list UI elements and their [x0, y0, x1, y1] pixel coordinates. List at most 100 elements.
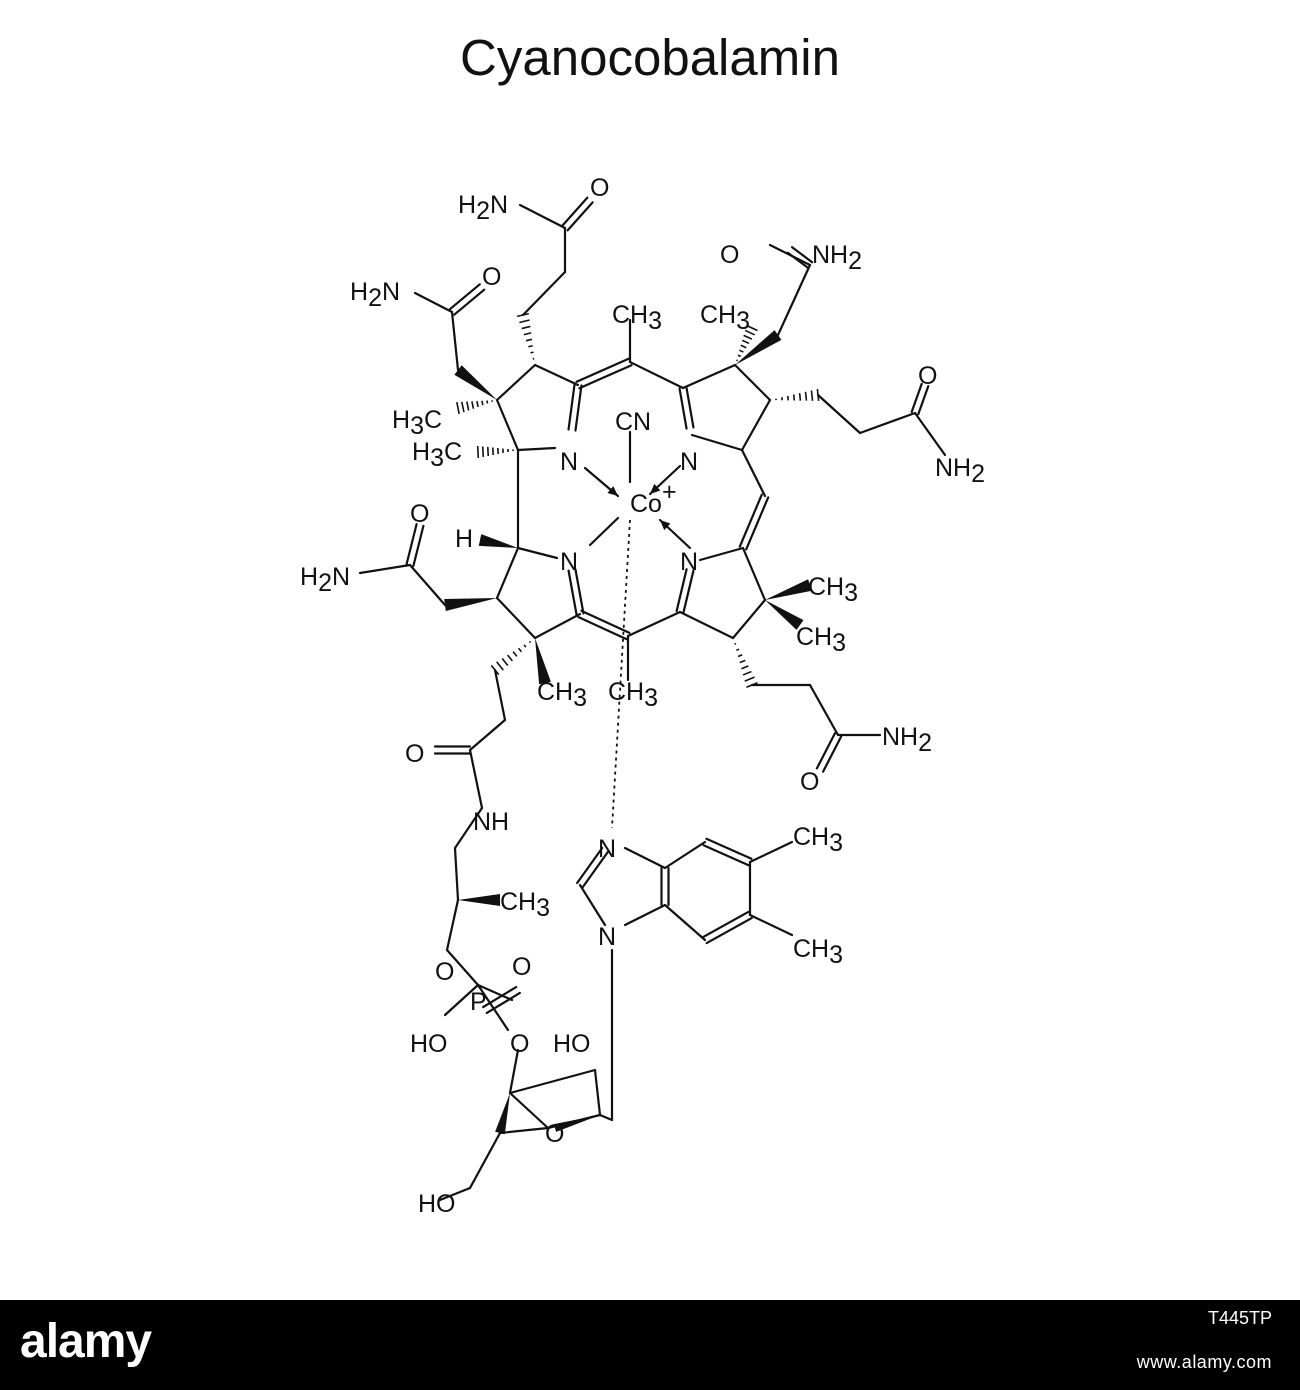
wedge-bond	[535, 638, 551, 685]
bond-line	[702, 844, 750, 867]
bond-line	[495, 363, 537, 402]
bond-line	[521, 270, 567, 317]
bond-line	[518, 203, 567, 230]
bond-line	[533, 612, 582, 640]
bond-line	[910, 382, 923, 413]
bond-line	[581, 850, 609, 889]
phosphorus-label: P	[470, 988, 487, 1016]
hash-bond	[746, 682, 758, 688]
bond-line	[678, 387, 688, 430]
methyl-label: H3C	[392, 406, 442, 440]
hash-bond	[528, 640, 532, 644]
wedge-bond	[765, 600, 804, 630]
bond-line	[453, 288, 486, 316]
bond-line	[776, 263, 812, 337]
bond-line	[740, 448, 767, 498]
amine-label: H2N	[300, 563, 350, 597]
bond-line	[690, 433, 744, 452]
amine-label: NH2	[935, 454, 985, 488]
hydroxyl-label: HO	[553, 1030, 591, 1058]
hydroxyl-label: HO	[410, 1030, 448, 1058]
bond-line	[438, 1186, 472, 1202]
bond-line	[705, 837, 753, 860]
bond-line	[611, 519, 631, 829]
bond-line	[913, 411, 947, 457]
bond-line	[508, 1048, 520, 1095]
bond-line	[748, 913, 794, 937]
bond-line	[628, 360, 685, 390]
bond-line	[815, 732, 836, 770]
bond-line	[476, 983, 510, 1032]
bond-line	[663, 840, 707, 870]
bond-lines	[358, 196, 947, 1202]
methyl-label: CH3	[796, 623, 846, 657]
hash-bond	[736, 359, 739, 362]
nitrogen-label: N	[598, 835, 616, 863]
hash-bond	[507, 654, 513, 662]
bond-line	[495, 546, 520, 600]
hash-bond	[741, 339, 750, 345]
hash-bond	[461, 401, 465, 413]
oxygen-label: O	[435, 958, 454, 986]
bond-line	[578, 364, 633, 390]
bond-line	[574, 384, 583, 432]
amine-label: NH2	[812, 241, 862, 275]
image-id-label: T445TP	[1207, 1308, 1272, 1328]
methyl-label: H3C	[412, 438, 462, 472]
bond-line	[561, 196, 589, 227]
bond-line	[408, 563, 447, 607]
hash-bond	[521, 325, 531, 330]
nitrogen-label: N	[598, 923, 616, 951]
nitrogen-label: N	[560, 548, 578, 576]
bond-line	[698, 546, 745, 562]
hash-bond	[736, 648, 740, 652]
hash-bond	[738, 349, 744, 353]
bond-line	[816, 393, 862, 435]
bond-line	[445, 948, 480, 987]
stereo-bonds	[444, 312, 820, 1135]
hash-bond	[525, 338, 533, 342]
bond-line	[533, 363, 580, 387]
nitrogen-label: N	[680, 448, 698, 476]
hash-bond	[737, 354, 741, 358]
cobalt-label: Co+	[630, 478, 677, 518]
bond-line	[702, 910, 750, 939]
bond-line	[858, 411, 917, 435]
hash-bond	[744, 676, 755, 682]
methyl-label: CH3	[700, 301, 750, 335]
bond-line	[567, 569, 578, 616]
bond-line	[741, 546, 767, 602]
wedge-bond	[454, 365, 497, 400]
hash-bond	[476, 445, 480, 459]
bond-line	[577, 616, 628, 641]
hash-bond	[456, 401, 460, 415]
hash-bond	[516, 312, 530, 318]
wedge-bond	[553, 1115, 600, 1132]
hash-bond	[512, 651, 518, 657]
bond-line	[468, 1131, 502, 1190]
bond-line	[450, 310, 460, 372]
hash-bond	[798, 393, 802, 401]
methyl-label: CH3	[500, 888, 550, 922]
bond-line	[516, 446, 557, 452]
coordination-arrow	[607, 486, 618, 496]
bond-line	[574, 568, 585, 615]
bond-line	[681, 363, 737, 390]
bond-line	[682, 569, 695, 614]
bond-line	[508, 1068, 597, 1095]
oxygen-label: O	[800, 768, 819, 796]
bond-line	[453, 846, 460, 902]
bond-line	[663, 903, 707, 942]
coordination-arrow	[650, 483, 661, 494]
bond-line	[822, 735, 843, 773]
amine-label: H2N	[350, 278, 400, 312]
oxygen-label: O	[405, 740, 424, 768]
bond-line	[358, 563, 412, 575]
oxygen-label: O	[720, 241, 739, 269]
hash-bond	[816, 388, 820, 402]
bond-line	[748, 840, 794, 864]
bond-line	[443, 983, 480, 1017]
methyl-label: CH3	[608, 678, 658, 712]
hash-bond	[519, 319, 530, 324]
